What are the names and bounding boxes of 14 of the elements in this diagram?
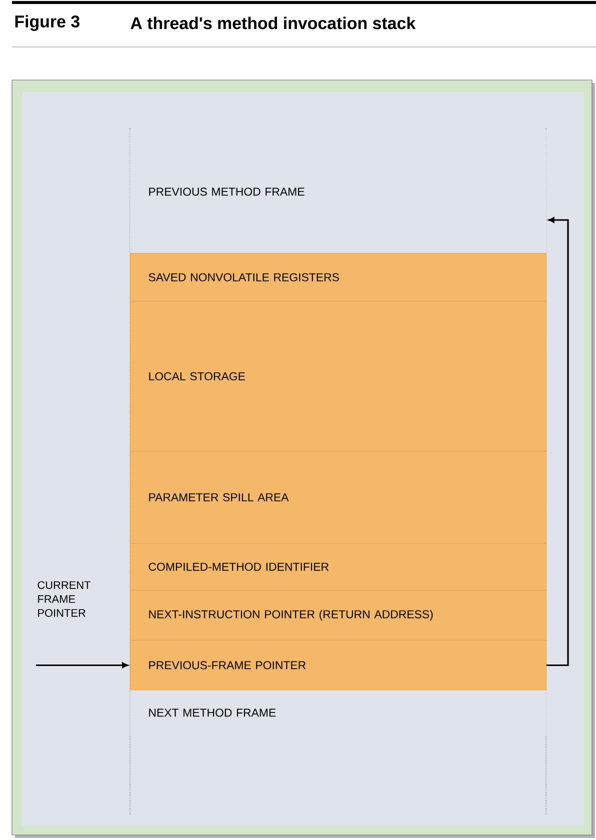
- arrow: [546, 217, 569, 666]
- pointer-label: CURRENT FRAME POINTER: [38, 581, 90, 617]
- method-frame-area: PREVIOUS METHOD FRAME: [130, 130, 546, 254]
- stack-frame-slot: SAVED NONVOLATILE REGISTERS: [130, 253, 546, 302]
- method-frame-area: NEXT METHOD FRAME: [130, 690, 546, 736]
- stack-frame-slot: PARAMETER SPILL AREA: [130, 451, 546, 544]
- figure-number: Figure 3: [15, 15, 80, 31]
- figure-title: A thread's method invocation stack: [130, 16, 416, 30]
- stack-frame-slot: PREVIOUS-FRAME POINTER: [130, 640, 546, 690]
- stack-frame-slot: COMPILED-METHOD IDENTIFIER: [130, 543, 546, 590]
- node-label: NEXT METHOD FRAME: [149, 708, 276, 717]
- node-label: PREVIOUS METHOD FRAME: [149, 188, 304, 196]
- arrow: [36, 662, 128, 668]
- stack-frame-slot: NEXT-INSTRUCTION POINTER (RETURN ADDRESS): [130, 590, 546, 640]
